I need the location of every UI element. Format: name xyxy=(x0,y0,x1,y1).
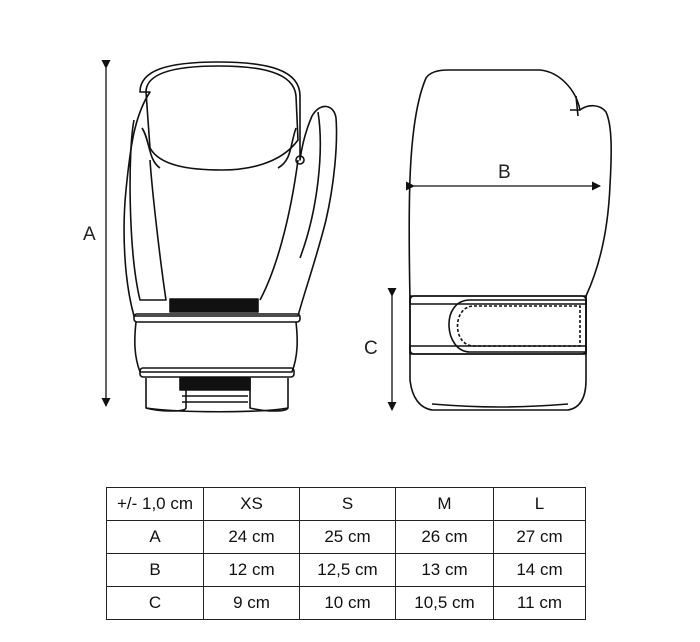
table-row: B 12 cm 12,5 cm 13 cm 14 cm xyxy=(106,553,586,587)
dimension-a-label: A xyxy=(83,224,96,245)
table-row: C 9 cm 10 cm 10,5 cm 11 cm xyxy=(106,586,586,620)
table-cell: 12 cm xyxy=(203,553,300,587)
table-cell: 12,5 cm xyxy=(299,553,396,587)
glove-palm-view xyxy=(123,61,338,413)
tolerance-header: +/- 1,0 cm xyxy=(106,487,204,521)
row-label: B xyxy=(106,553,204,587)
glove-diagram xyxy=(101,60,612,413)
palm-strap xyxy=(169,298,259,313)
row-label: C xyxy=(106,586,204,620)
table-cell: 24 cm xyxy=(203,520,300,554)
table-cell: 10,5 cm xyxy=(395,586,494,620)
dimension-c-label: C xyxy=(364,338,378,359)
table-cell: 14 cm xyxy=(493,553,586,587)
table-cell: 13 cm xyxy=(395,553,494,587)
table-cell: 10 cm xyxy=(299,586,396,620)
glove-back-view xyxy=(408,69,612,411)
dimension-b-label: B xyxy=(498,162,511,183)
table-cell: 26 cm xyxy=(395,520,494,554)
size-table: +/- 1,0 cm XS S M L A 24 cm 25 cm 26 cm … xyxy=(106,487,586,620)
table-cell: 11 cm xyxy=(493,586,586,620)
cuff-opening-strap xyxy=(179,377,251,391)
table-header-row: +/- 1,0 cm XS S M L xyxy=(106,487,586,521)
table-row: A 24 cm 25 cm 26 cm 27 cm xyxy=(106,520,586,554)
table-cell: 27 cm xyxy=(493,520,586,554)
table-cell: 25 cm xyxy=(299,520,396,554)
wrist-band xyxy=(133,313,301,323)
row-label: A xyxy=(106,520,204,554)
size-header-l: L xyxy=(493,487,586,521)
size-header-xs: XS xyxy=(203,487,300,521)
size-header-s: S xyxy=(299,487,396,521)
table-cell: 9 cm xyxy=(203,586,300,620)
size-header-m: M xyxy=(395,487,494,521)
